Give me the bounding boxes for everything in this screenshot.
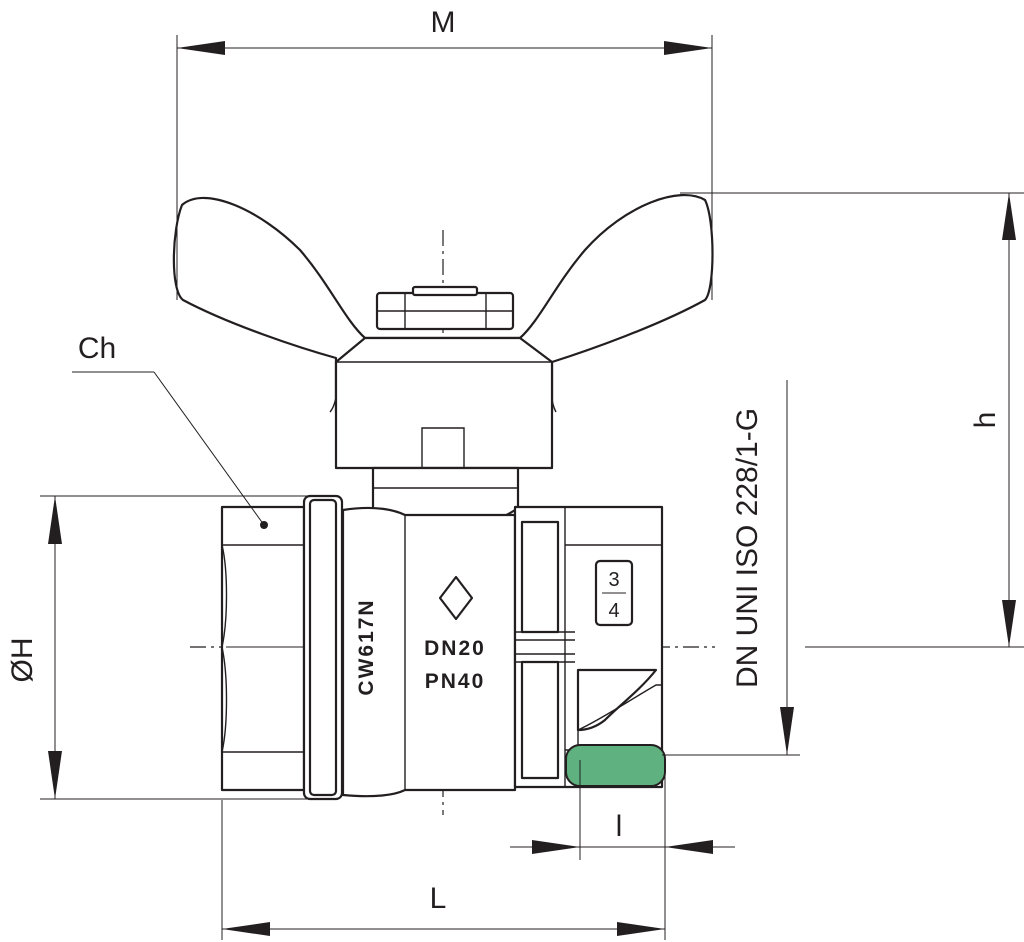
dimension-M-label: M [431,6,456,39]
size-numerator: 3 [608,569,619,591]
dimension-L [221,760,666,940]
standard-label: DN UNI ISO 228/1-G [731,408,764,688]
nominal-pressure-marking: PN40 [425,670,486,693]
dimension-L-label: L [430,882,447,915]
dimension-Ch-label: Ch [78,332,116,365]
dimension-h [680,192,1024,648]
standard-leader [662,380,800,756]
hex-nut [375,285,515,331]
dimension-OH [40,495,312,800]
dimension-OH-label: ØH [6,638,39,683]
nominal-diameter-marking: DN20 [424,637,486,660]
dimension-l [510,760,735,860]
dimension-M [176,35,713,300]
size-denominator: 4 [608,600,619,622]
handle-hub [334,336,554,470]
Ch-leader [72,371,268,529]
valve-body [220,494,666,801]
dimension-h-label: h [969,412,1002,429]
dimension-l-label: l [616,810,623,843]
material-marking: CW617N [355,598,378,695]
diamond-mark [438,575,474,621]
thread-band [565,744,666,787]
